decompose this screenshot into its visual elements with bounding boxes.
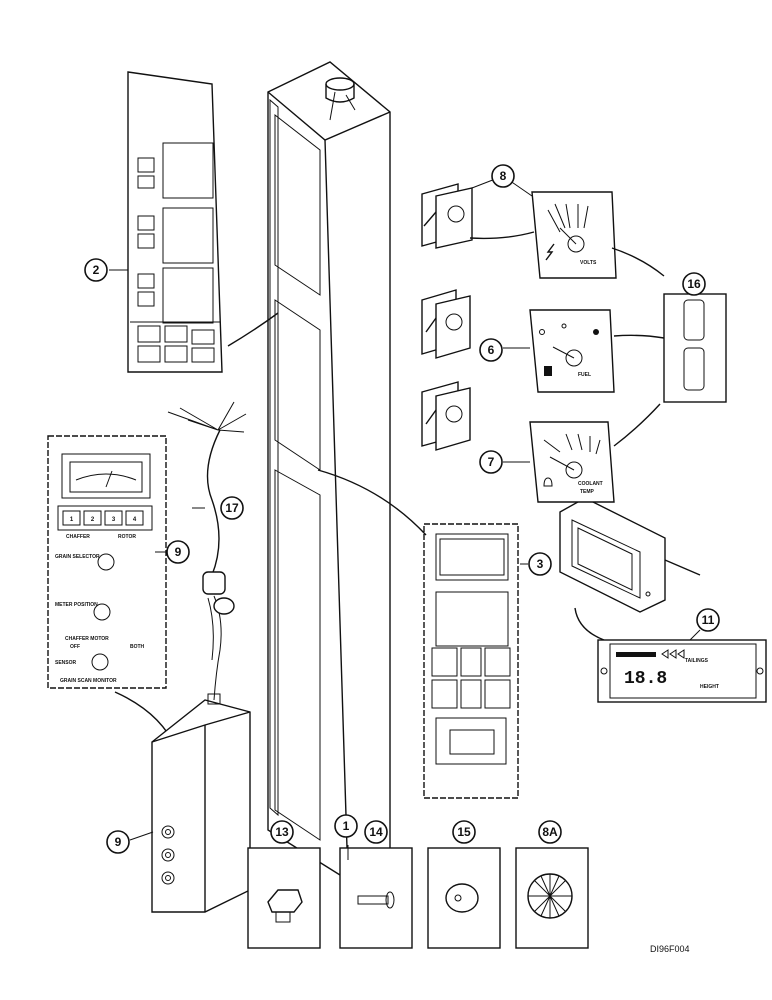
fuel-gauge-back (421, 289, 471, 359)
callout-16: 16 (682, 272, 706, 296)
temp-label: TEMP (580, 489, 595, 495)
svg-text:11: 11 (702, 613, 715, 627)
volts-label: VOLTS (580, 260, 597, 266)
off-label: OFF (70, 644, 80, 650)
part-14 (339, 847, 413, 949)
both-label: BOTH (130, 644, 145, 650)
svg-text:16: 16 (687, 277, 701, 291)
volts-gauge-back (421, 183, 535, 249)
svg-text:9: 9 (175, 545, 182, 559)
column-housing (267, 61, 391, 881)
rotor-label: ROTOR (118, 534, 136, 540)
part-15 (427, 847, 501, 949)
svg-text:9: 9 (115, 835, 122, 849)
switch-panel (127, 71, 279, 373)
part-8a (515, 847, 589, 949)
callout-14: 14 (364, 820, 388, 844)
grain-scan-monitor-box (151, 693, 251, 913)
monitor-btn-3: 3 (112, 517, 116, 523)
svg-text:14: 14 (369, 825, 383, 839)
svg-text:2: 2 (93, 263, 100, 277)
callout-17: 17 (220, 496, 244, 520)
grain-scan-monitor-label: GRAIN SCAN MONITOR (60, 678, 117, 684)
volts-gauge: VOLTS (531, 191, 617, 279)
chaffer-motor-label: CHAFFER MOTOR (65, 636, 109, 642)
tailings-label: TAILINGS (685, 658, 709, 664)
wiring-harness (167, 401, 247, 701)
svg-text:6: 6 (488, 343, 495, 357)
drawing-code: DI96F004 (650, 944, 690, 954)
coolant-gauge-back (421, 381, 471, 451)
display-module: 18.8 TAILINGS HEIGHT (559, 497, 767, 703)
svg-text:3: 3 (537, 557, 544, 571)
grain-selector-label: GRAIN SELECTOR (55, 554, 100, 560)
callout-8a: 8A (538, 820, 562, 844)
monitor-btn-1: 1 (70, 517, 74, 523)
coolant-label: COOLANT (578, 481, 603, 487)
callout-9-panel: 9 (166, 540, 190, 564)
monitor-btn-4: 4 (133, 517, 137, 523)
height-label: HEIGHT (700, 684, 719, 690)
monitor-btn-2: 2 (91, 517, 95, 523)
svg-text:8A: 8A (542, 825, 558, 839)
svg-text:17: 17 (225, 501, 239, 515)
callout-9-box: 9 (106, 830, 130, 854)
coolant-temp-gauge: COOLANT TEMP (529, 421, 615, 503)
fuel-label: FUEL (578, 372, 591, 378)
callout-8: 8 (491, 164, 515, 188)
callout-3: 3 (528, 552, 552, 576)
grain-scan-monitor-panel: 1 2 3 4 CHAFFER ROTOR GRAIN SELECTOR MET… (47, 435, 177, 749)
callout-11: 11 (696, 608, 720, 632)
meter-position-label: METER POSITION (55, 602, 98, 608)
callout-13: 13 (270, 820, 294, 844)
svg-text:7: 7 (488, 455, 495, 469)
sensor-label: SENSOR (55, 660, 77, 666)
callout-6: 6 (479, 338, 503, 362)
svg-text:8: 8 (500, 169, 507, 183)
svg-text:13: 13 (275, 825, 289, 839)
part-13 (247, 847, 321, 949)
callout-1: 1 (334, 814, 358, 838)
svg-text:15: 15 (457, 825, 471, 839)
callout-2: 2 (84, 258, 108, 282)
bulb-cover (611, 247, 727, 447)
chaffer-label: CHAFFER (66, 534, 90, 540)
svg-text:1: 1 (343, 819, 350, 833)
display-digits: 18.8 (624, 669, 667, 689)
center-console-panel (317, 469, 519, 799)
fuel-gauge: FUEL (529, 309, 615, 393)
callout-15: 15 (452, 820, 476, 844)
callout-7: 7 (479, 450, 503, 474)
